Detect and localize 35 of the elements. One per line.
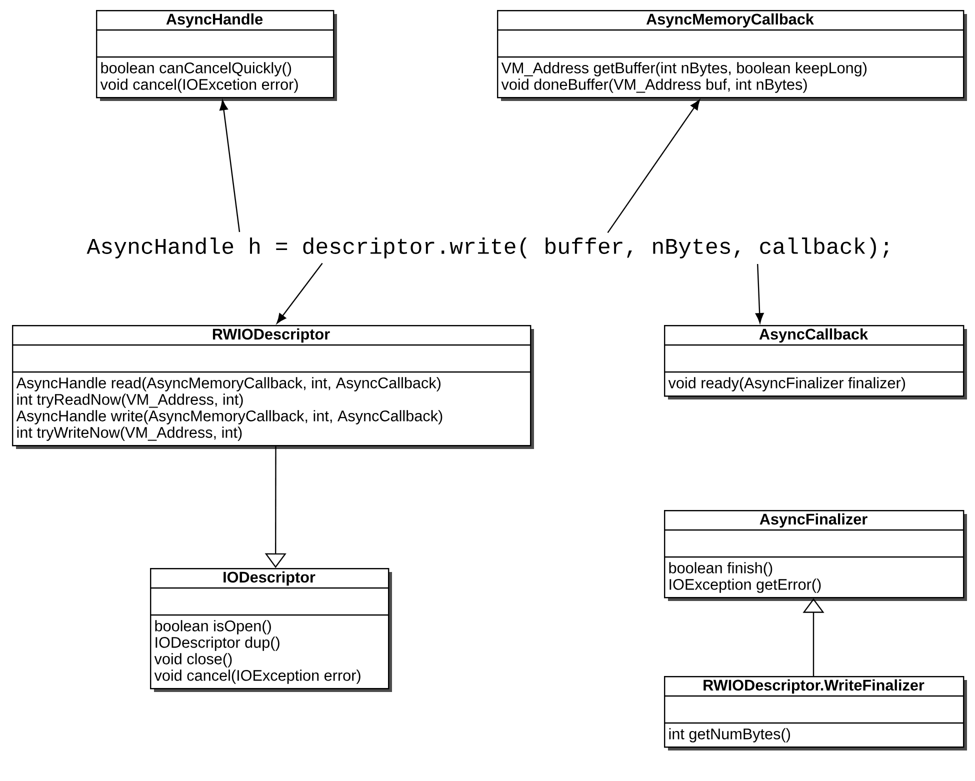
method-signature: void doneBuffer(VM_Address buf, int nBytes): [501, 78, 807, 93]
method-signature: void cancel(IOExcetion error): [100, 78, 298, 93]
code-text: AsyncHandle h = descriptor.write( buffer, nBytes, callback);: [86, 238, 888, 258]
class-box: [12, 325, 534, 449]
method-signature: int tryWriteNow(VM_Address, int): [17, 426, 242, 441]
method-signature: boolean isOpen(): [155, 620, 271, 634]
class-name: AsyncCallback: [759, 328, 868, 343]
class-box: [96, 10, 337, 101]
arrow: [220, 100, 240, 232]
class-name: AsyncMemoryCallback: [646, 13, 814, 28]
class-box: [664, 325, 967, 400]
arrow: [276, 262, 323, 324]
class-box: [150, 568, 392, 692]
class-box: [664, 510, 967, 601]
method-signature: boolean finish(): [669, 562, 772, 576]
arrow: [755, 264, 764, 324]
arrow: [607, 100, 700, 233]
method-signature: AsyncHandle read(AsyncMemoryCallback, int, AsyncCallback): [16, 377, 440, 392]
class-name: AsyncHandle: [166, 13, 263, 28]
class-box: [497, 10, 967, 101]
method-signature: void ready(AsyncFinalizer finalizer): [668, 377, 906, 392]
method-signature: VM_Address getBuffer(int nBytes, boolean keepLong): [501, 62, 866, 76]
method-signature: int tryReadNow(VM_Address, int): [17, 394, 243, 408]
method-signature: IOException getError(): [670, 578, 821, 593]
method-signature: int getNumBytes(): [669, 728, 790, 742]
class-name: AsyncFinalizer: [760, 513, 868, 528]
method-signature: IODescriptor dup(): [156, 636, 280, 651]
class-name: IODescriptor: [224, 571, 316, 586]
class-name: RWIODescriptor.WriteFinalizer: [704, 679, 924, 694]
method-signature: AsyncHandle write(AsyncMemoryCallback, int, AsyncCallback): [16, 410, 442, 424]
method-signature: boolean canCancelQuickly(): [101, 62, 292, 76]
method-signature: void close(): [154, 653, 232, 668]
class-box: [664, 676, 967, 750]
method-signature: void cancel(IOException error): [154, 670, 360, 684]
class-name: RWIODescriptor: [212, 328, 330, 343]
